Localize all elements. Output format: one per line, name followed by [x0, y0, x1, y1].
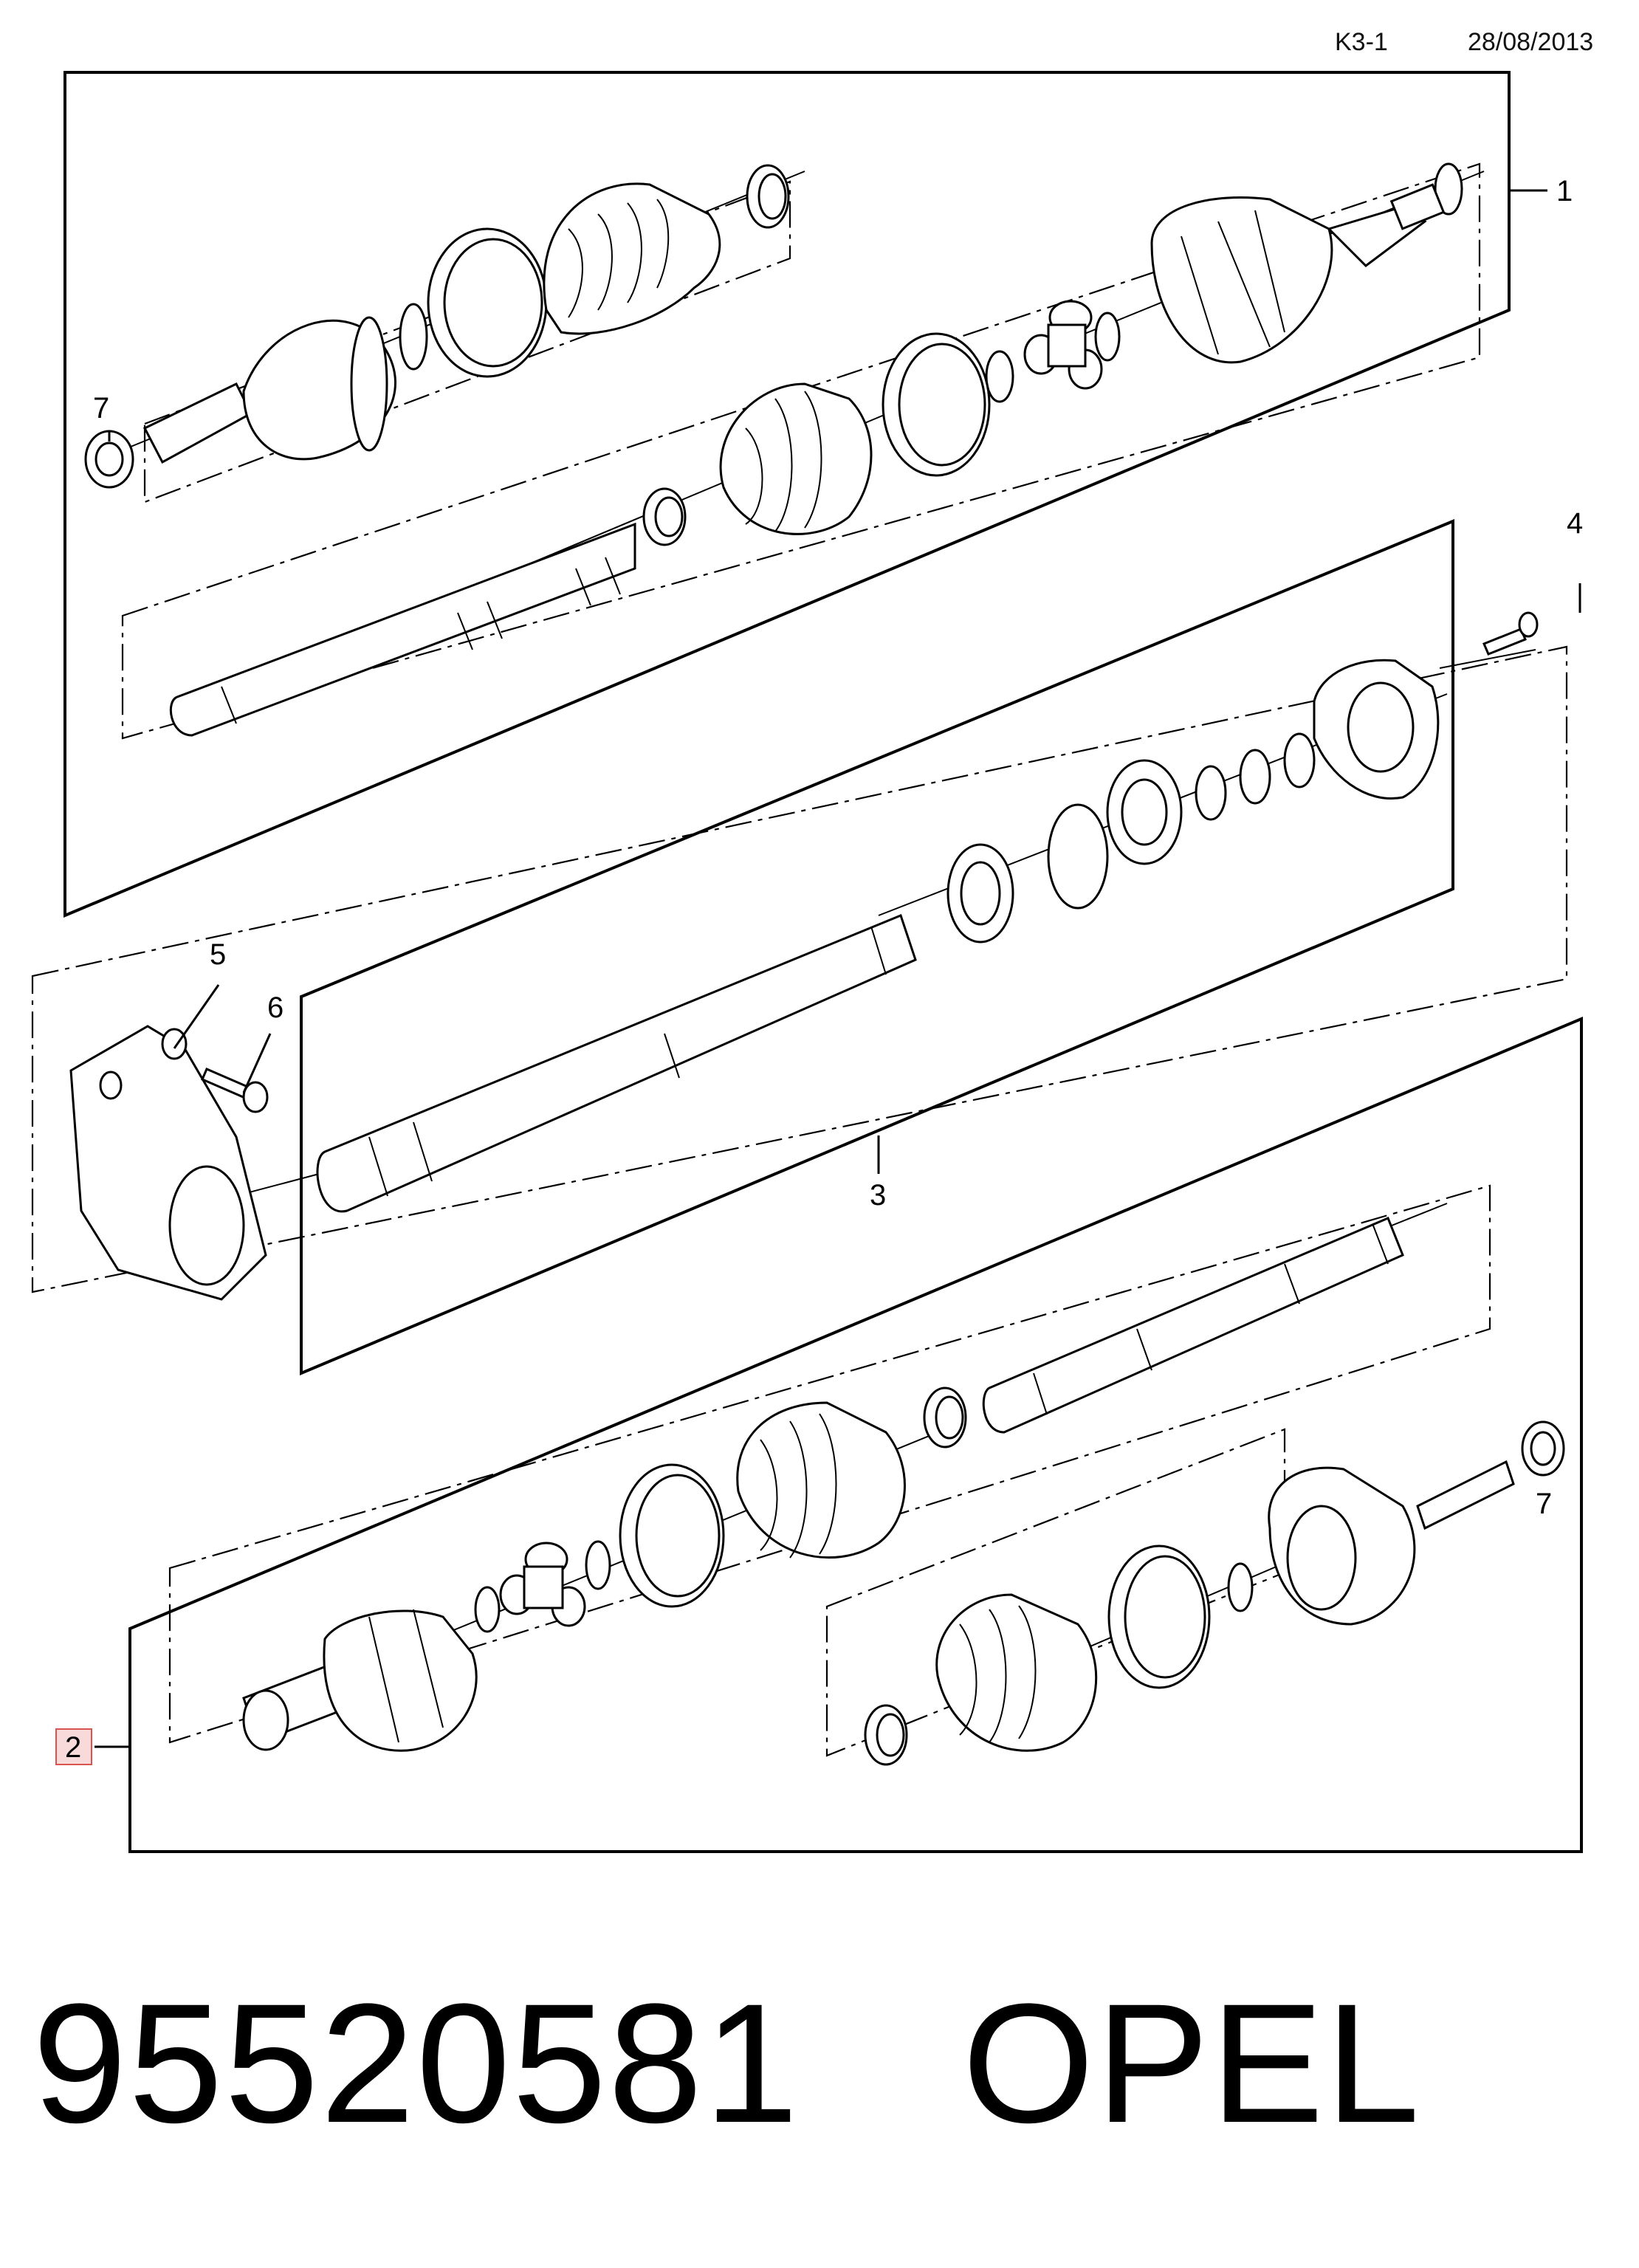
- axle-nut-top: [84, 430, 134, 489]
- circlip-4: [585, 1540, 611, 1590]
- retaining-ring-3: [1047, 803, 1109, 910]
- inner-tripod-housing-1: [1150, 183, 1446, 364]
- boot-clamp-small-2: [642, 487, 687, 546]
- bolt-6: [201, 1068, 269, 1113]
- cv-boot-outer-2: [935, 1593, 1098, 1752]
- outer-cv-joint-1: [142, 316, 396, 464]
- boot-clamp-small-3: [923, 1386, 967, 1449]
- diagram-date: 28/08/2013: [1468, 28, 1594, 56]
- boot-clamp-large-1: [427, 227, 548, 378]
- diagram-reference: K3-1: [1335, 28, 1388, 56]
- dash-outline-shaft-1: [121, 162, 1481, 740]
- callout-5[interactable]: 5: [210, 938, 226, 971]
- circlip-3: [985, 350, 1014, 403]
- callout-3[interactable]: 3: [870, 1179, 886, 1212]
- tripod-spider-2: [499, 1542, 586, 1627]
- circlip-6: [1227, 1562, 1254, 1612]
- callout-leader-lines: [95, 189, 1581, 1748]
- boot-clamp-large-2: [882, 332, 991, 477]
- callout-4[interactable]: 4: [1567, 507, 1583, 540]
- inner-tripod-housing-2: [242, 1609, 478, 1752]
- part-number: 95520581: [32, 1968, 800, 2158]
- callout-6[interactable]: 6: [267, 992, 284, 1024]
- boot-clamp-large-3: [619, 1463, 725, 1608]
- callout-7-bottom[interactable]: 7: [1536, 1488, 1552, 1520]
- cv-boot-inner-1: [719, 382, 873, 535]
- snap-ring-3b: [1239, 749, 1271, 805]
- cv-boot-inner-2: [736, 1401, 906, 1559]
- frame-group-1: [63, 71, 1511, 918]
- boot-clamp-small-4: [864, 1704, 908, 1766]
- circlip-5: [474, 1586, 501, 1633]
- bolt-4: [1482, 611, 1539, 656]
- callout-2[interactable]: 2: [65, 1731, 81, 1764]
- snap-ring-3a: [1283, 732, 1316, 788]
- boot-clamp-small-1: [746, 164, 790, 229]
- shaft-seal-3: [946, 843, 1014, 944]
- axle-nut-bottom: [1521, 1420, 1565, 1477]
- outer-cv-joint-2: [1268, 1460, 1515, 1626]
- cv-boot-outer-1: [543, 182, 721, 335]
- circlip-2: [1094, 312, 1121, 362]
- frame-group-3: [300, 519, 1454, 1376]
- half-shaft-1: [169, 522, 636, 737]
- half-shaft-2: [982, 1217, 1404, 1434]
- callout-1[interactable]: 1: [1556, 175, 1573, 207]
- intermediate-bearing: [1106, 759, 1183, 865]
- support-bracket-5: [69, 1025, 267, 1301]
- callout-7-top[interactable]: 7: [93, 392, 109, 425]
- boot-clamp-large-4: [1107, 1544, 1211, 1689]
- bearing-support-flange: [1313, 659, 1440, 800]
- brand-name: OPEL: [962, 1968, 1421, 2158]
- dash-outline-shaft-2: [168, 1184, 1491, 1744]
- snap-ring-3c: [1195, 765, 1227, 821]
- circlip-1: [399, 303, 428, 371]
- tripod-spider-1: [1023, 300, 1103, 390]
- intermediate-shaft-3: [316, 914, 917, 1213]
- callout-2-highlight: [55, 1728, 92, 1765]
- frame-group-2: [128, 1016, 1583, 1853]
